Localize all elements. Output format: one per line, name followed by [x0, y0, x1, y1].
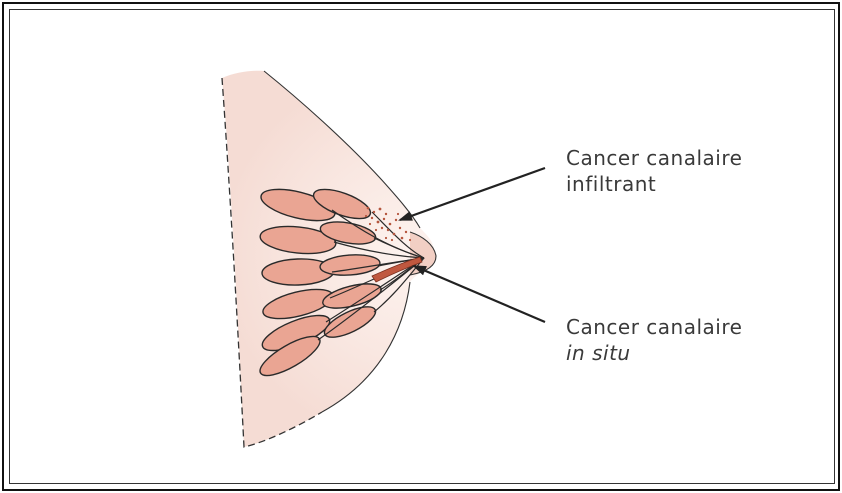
label-in-situ-line2: in situ	[566, 340, 742, 366]
arrow-in-situ	[414, 266, 545, 322]
label-in-situ-line1: Cancer canalaire	[566, 314, 742, 340]
arrow-infiltrant	[400, 168, 545, 220]
label-in-situ: Cancer canalaire in situ	[566, 314, 742, 366]
nipple	[410, 232, 436, 275]
label-infiltrant-line1: Cancer canalaire	[566, 145, 742, 171]
label-infiltrant-line2: infiltrant	[566, 171, 742, 197]
label-infiltrant: Cancer canalaire infiltrant	[566, 145, 742, 197]
